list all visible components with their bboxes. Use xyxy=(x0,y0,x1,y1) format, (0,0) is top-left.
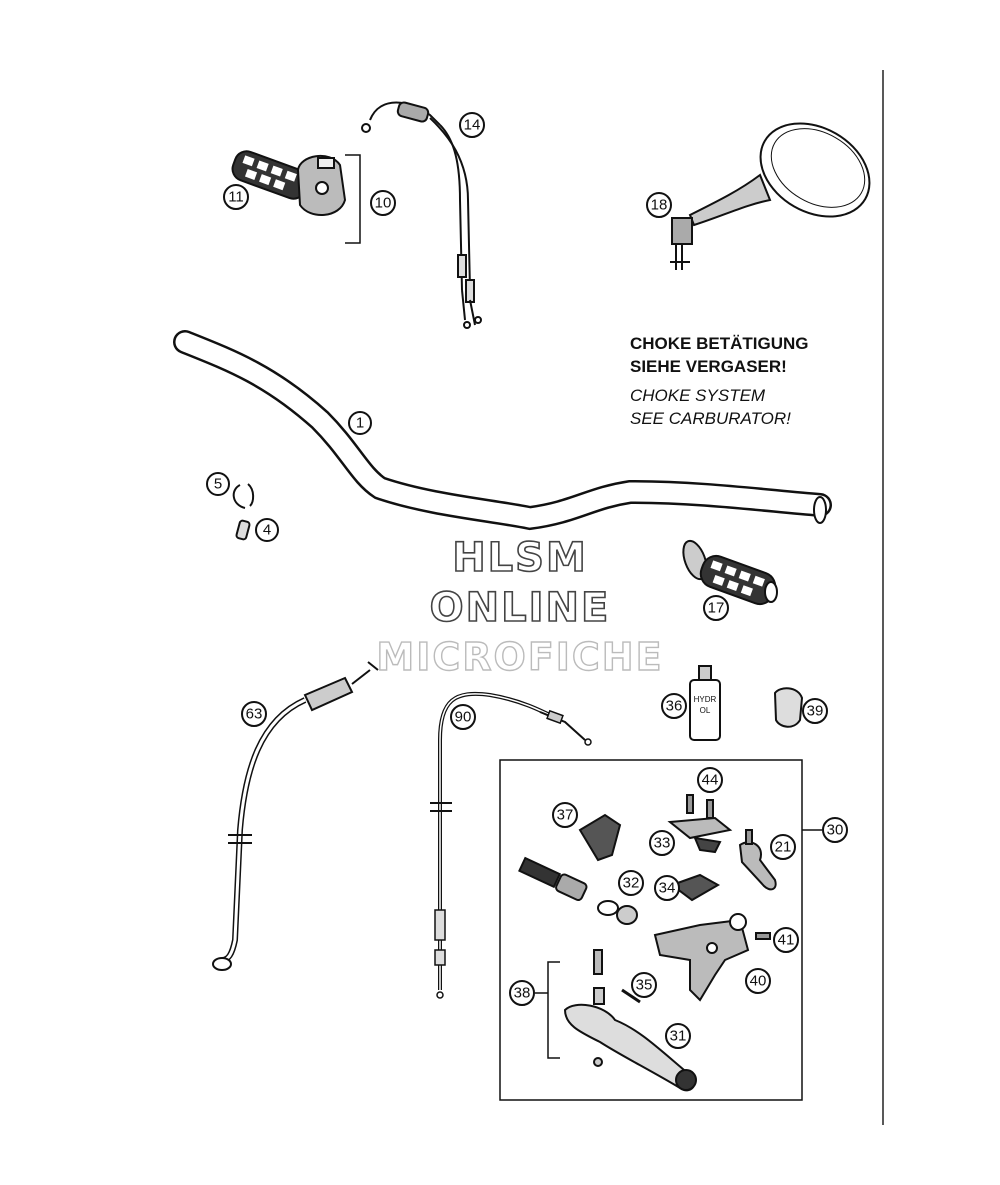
part-label-90: 90 xyxy=(450,704,476,730)
throttle-housing xyxy=(296,155,347,217)
master-cylinder-frame xyxy=(499,759,803,1101)
handlebar xyxy=(173,330,832,531)
svg-text:5: 5 xyxy=(214,476,222,493)
svg-text:21: 21 xyxy=(775,839,792,856)
svg-text:31: 31 xyxy=(670,1028,687,1045)
right-grip xyxy=(682,539,778,606)
part-label-18: 18 xyxy=(646,192,672,218)
part-label-36: 36 xyxy=(661,693,687,719)
svg-text:38: 38 xyxy=(514,985,531,1002)
part-label-14: 14 xyxy=(459,112,485,138)
part-label-41: 41 xyxy=(773,927,799,953)
svg-text:33: 33 xyxy=(654,835,671,852)
svg-text:35: 35 xyxy=(636,977,653,994)
choke-note-german-line1: CHOKE BETÄTIGUNG xyxy=(630,334,809,353)
svg-text:41: 41 xyxy=(778,932,795,949)
part-label-33: 33 xyxy=(649,830,675,856)
svg-text:39: 39 xyxy=(807,703,824,720)
svg-text:4: 4 xyxy=(263,522,271,539)
master-cylinder-parts xyxy=(518,794,777,1092)
svg-text:1: 1 xyxy=(356,415,364,432)
throttle-grip xyxy=(231,150,309,200)
watermark-line2: ONLINE xyxy=(429,584,611,632)
part-label-31: 31 xyxy=(665,1023,691,1049)
part-label-37: 37 xyxy=(552,802,578,828)
throttle-cables xyxy=(361,101,482,329)
part-label-30: 30 xyxy=(822,817,848,843)
part-label-34: 34 xyxy=(654,875,680,901)
part-label-44: 44 xyxy=(697,767,723,793)
svg-text:30: 30 xyxy=(827,822,844,839)
svg-text:90: 90 xyxy=(455,709,472,726)
svg-text:37: 37 xyxy=(557,807,574,824)
choke-note-english-line1: CHOKE SYSTEM xyxy=(630,386,766,405)
part-label-21: 21 xyxy=(770,834,796,860)
svg-text:10: 10 xyxy=(375,195,392,212)
circlip xyxy=(232,483,255,509)
part-label-1: 1 xyxy=(348,411,372,435)
svg-text:17: 17 xyxy=(708,600,725,617)
mirror xyxy=(670,122,871,270)
svg-text:18: 18 xyxy=(651,197,668,214)
choke-note-english: CHOKE SYSTEM SEE CARBURATOR! xyxy=(630,384,791,430)
part-label-5: 5 xyxy=(206,472,230,496)
part-label-63: 63 xyxy=(241,701,267,727)
part-label-17: 17 xyxy=(703,595,729,621)
part-label-32: 32 xyxy=(618,870,644,896)
part-label-4: 4 xyxy=(255,518,279,542)
hydraulic-hose xyxy=(212,661,379,971)
clutch-cable xyxy=(430,691,592,999)
part-label-39: 39 xyxy=(802,698,828,724)
svg-text:14: 14 xyxy=(464,117,481,134)
watermark-line3: MICROFICHE xyxy=(376,634,664,679)
bracket-10 xyxy=(345,154,361,244)
choke-note-german: CHOKE BETÄTIGUNG SIEHE VERGASER! xyxy=(630,332,809,378)
part-label-35: 35 xyxy=(631,972,657,998)
watermark-line1: HLSM xyxy=(451,534,588,582)
clamp xyxy=(773,687,804,728)
svg-text:63: 63 xyxy=(246,706,263,723)
part-label-11: 11 xyxy=(223,184,249,210)
svg-text:44: 44 xyxy=(702,772,719,789)
part-label-10: 10 xyxy=(370,190,396,216)
svg-text:36: 36 xyxy=(666,698,683,715)
choke-note-german-line2: SIEHE VERGASER! xyxy=(630,357,787,376)
oil-bottle: HYDR OL xyxy=(689,665,721,741)
bracket-38 xyxy=(547,961,560,1059)
oil-bottle-label-2: OL xyxy=(700,706,711,715)
svg-text:32: 32 xyxy=(623,875,640,892)
svg-text:11: 11 xyxy=(228,189,244,206)
part-label-38: 38 xyxy=(509,980,535,1006)
choke-note-english-line2: SEE CARBURATOR! xyxy=(630,409,791,428)
oil-bottle-label: HYDR xyxy=(694,695,717,704)
part-label-40: 40 xyxy=(745,968,771,994)
svg-text:40: 40 xyxy=(750,973,767,990)
pin xyxy=(235,519,251,541)
svg-text:34: 34 xyxy=(659,880,676,897)
